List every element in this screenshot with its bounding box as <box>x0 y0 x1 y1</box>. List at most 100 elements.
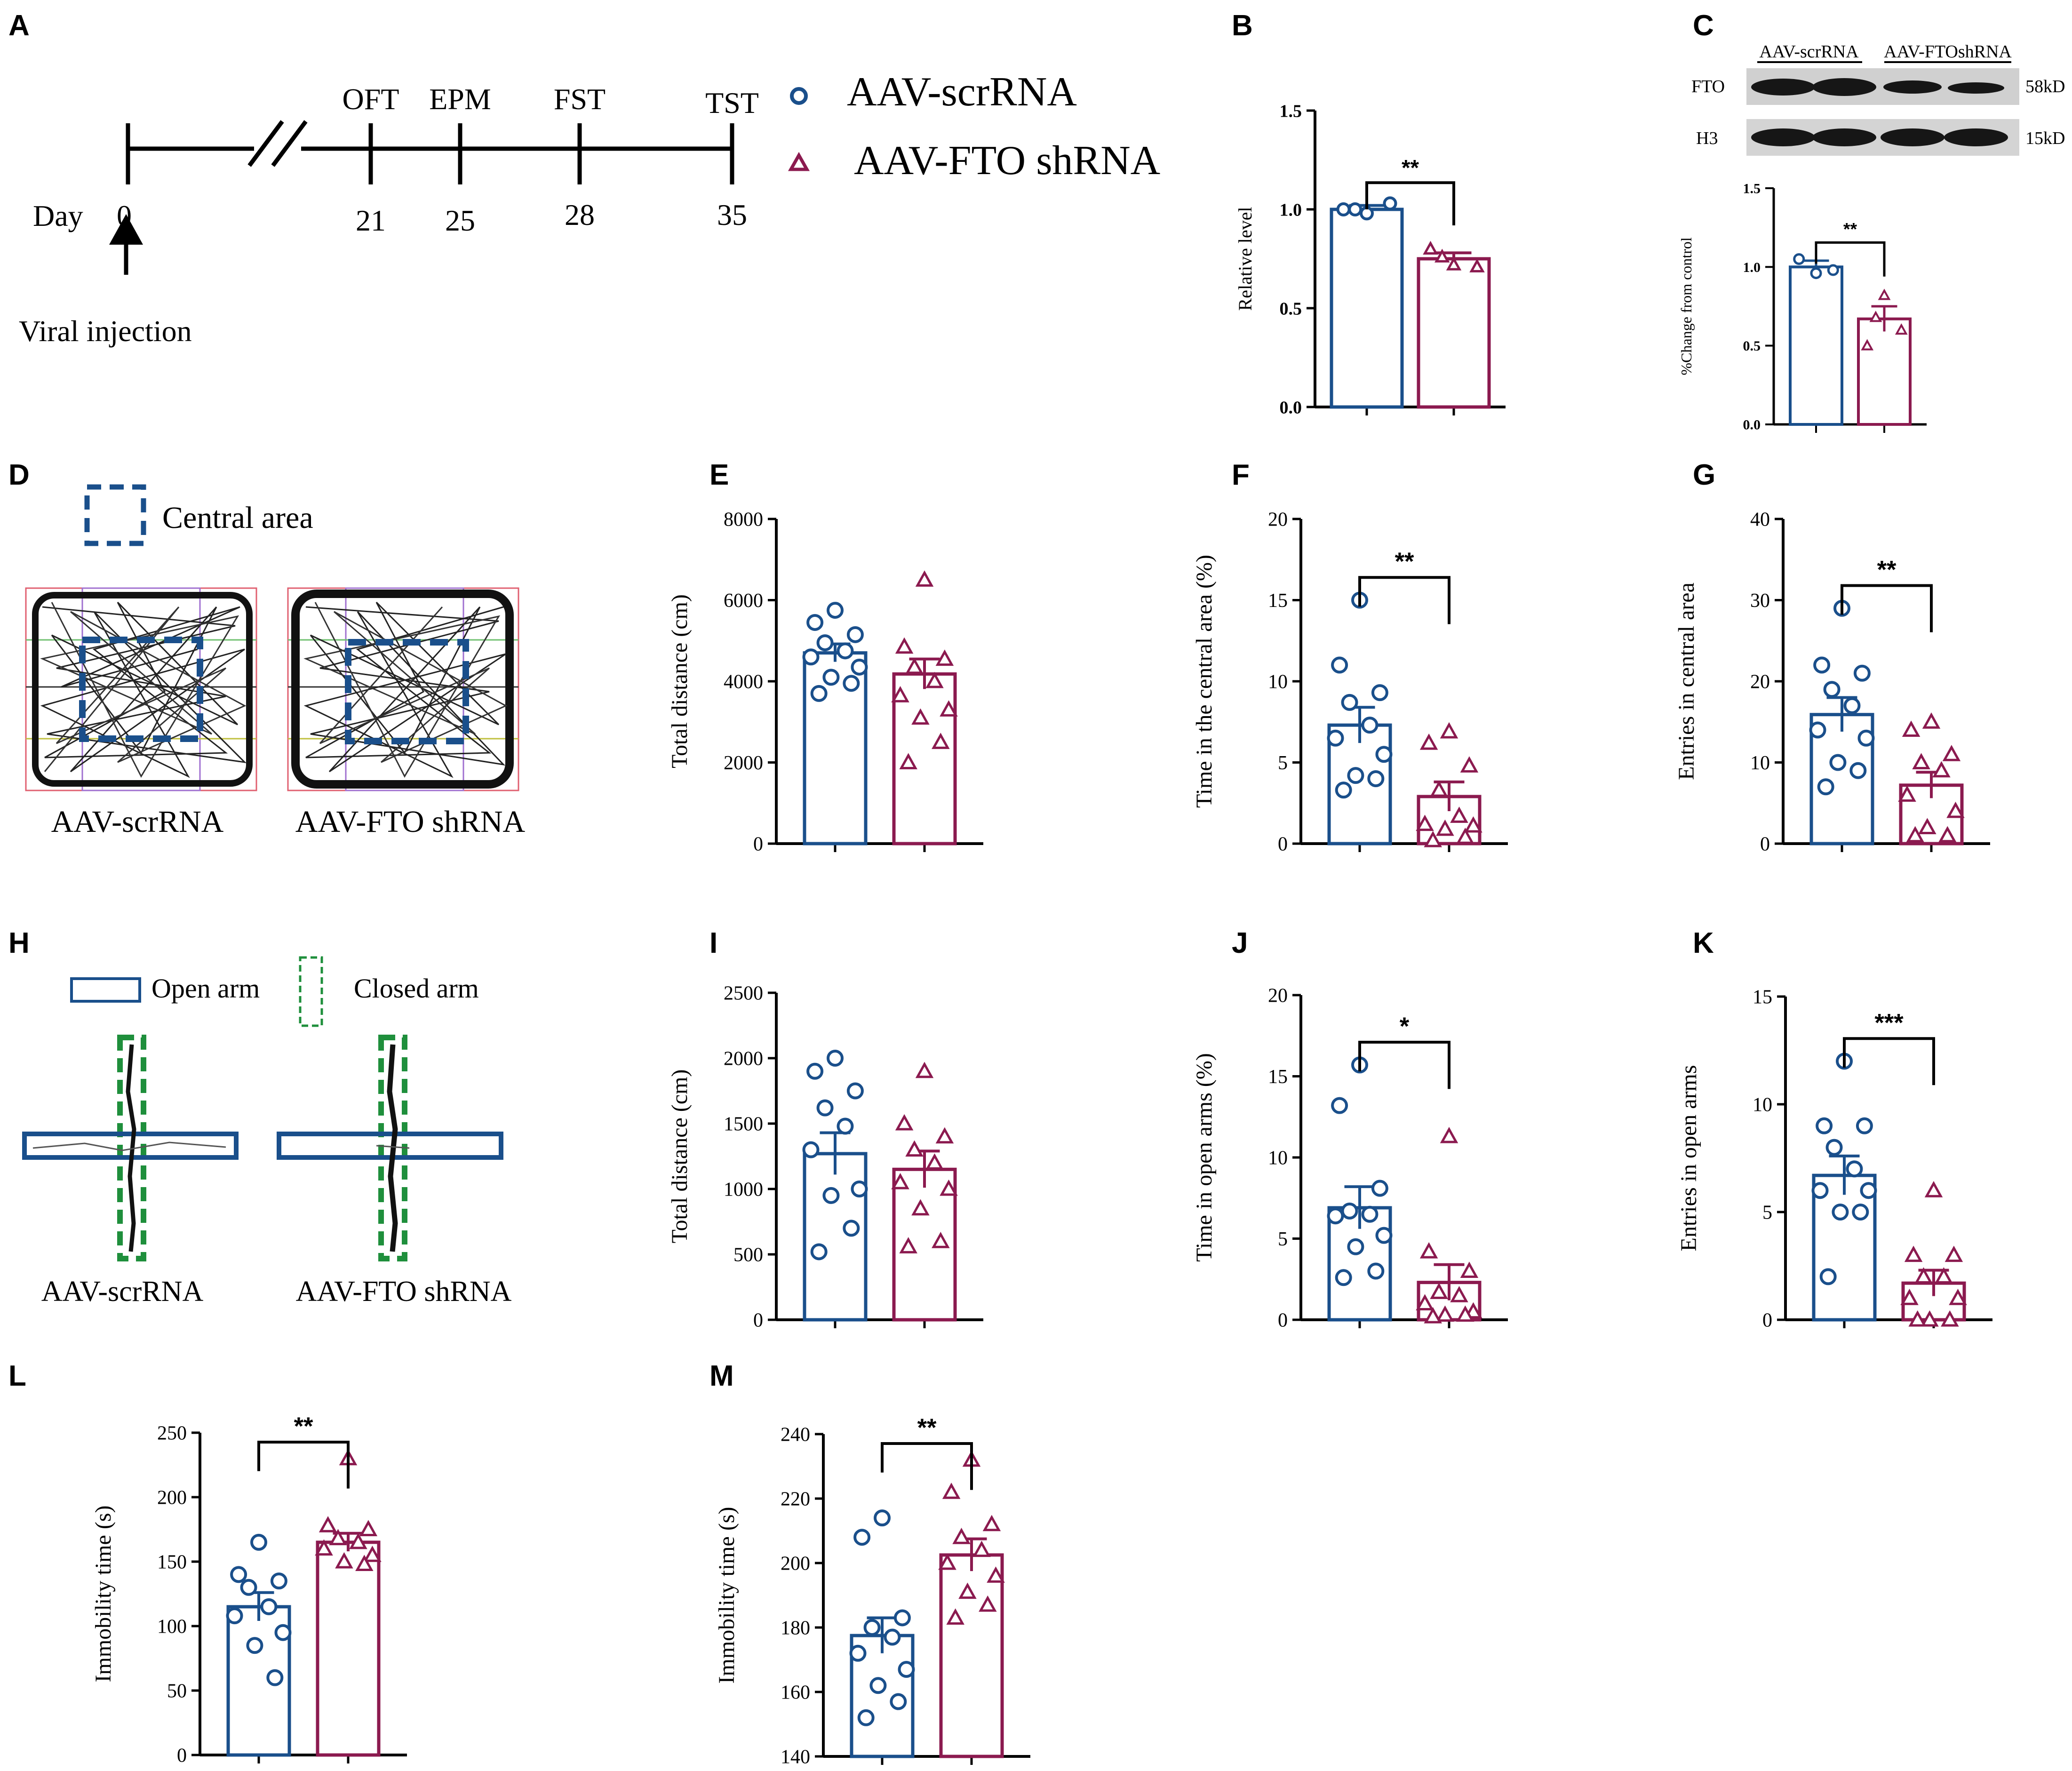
data-point-scr <box>846 1082 864 1100</box>
y-tick-label: 50 <box>167 1681 187 1702</box>
data-point-fto <box>329 1529 347 1546</box>
data-point-fto <box>1861 339 1874 351</box>
blot-band <box>1881 128 1944 146</box>
blot-row-size-fto: 58kD <box>2025 77 2065 96</box>
data-point-scr <box>1823 681 1841 698</box>
data-point-fto <box>958 1582 977 1599</box>
panel-label-c: C <box>1693 9 1714 42</box>
data-point-scr <box>1361 717 1379 734</box>
data-point-fto <box>987 1566 1005 1583</box>
significance-bracket <box>1365 181 1455 226</box>
central-area-legend-label: Central area <box>162 501 313 535</box>
y-tick-label: 1500 <box>724 1114 763 1135</box>
data-point-scr <box>853 1529 871 1546</box>
data-point-scr <box>1367 1262 1385 1280</box>
data-point-scr <box>1375 1227 1393 1244</box>
maze-fto <box>277 1035 503 1261</box>
data-point-fto <box>1904 1245 1923 1262</box>
maze-scr <box>22 1035 239 1261</box>
data-point-scr <box>843 1220 860 1237</box>
data-point-fto <box>1440 1127 1458 1143</box>
data-point-scr <box>1347 767 1364 784</box>
data-point-fto <box>1942 745 1961 761</box>
blot-row-size-h3: 15kD <box>2025 128 2065 148</box>
data-point-fto <box>335 1552 353 1569</box>
y-tick-label: 200 <box>781 1553 810 1575</box>
y-tick-label: 6000 <box>724 590 763 612</box>
data-point-scr <box>1827 264 1839 276</box>
data-point-fto <box>359 1520 378 1536</box>
panel-label-g: G <box>1693 459 1715 491</box>
injection-arrow-icon <box>109 214 143 245</box>
data-point-scr <box>1852 1204 1869 1221</box>
data-point-scr <box>898 1661 915 1678</box>
y-tick-label: 2500 <box>724 983 763 1005</box>
data-point-scr <box>1375 746 1393 763</box>
data-point-fto <box>935 1127 954 1144</box>
data-point-fto <box>895 637 914 654</box>
test-fst-day: 28 <box>565 198 595 231</box>
y-tick-label: 0.0 <box>1743 417 1761 433</box>
significance-bracket <box>1358 1041 1450 1089</box>
data-point-fto <box>915 570 934 587</box>
y-tick-label: 5 <box>1762 1202 1772 1224</box>
data-point-fto <box>1436 1305 1454 1322</box>
y-tick-label: 100 <box>157 1616 187 1638</box>
y-tick-label: 200 <box>157 1487 187 1509</box>
data-point-fto <box>946 1608 964 1625</box>
y-tick-label: 250 <box>157 1423 187 1444</box>
significance-bracket <box>257 1441 350 1489</box>
data-point-scr <box>1809 721 1826 739</box>
legend-scr-marker-icon <box>790 87 808 105</box>
data-point-scr <box>1856 1117 1873 1134</box>
data-point-scr <box>1347 1238 1364 1255</box>
data-point-scr <box>1857 729 1875 747</box>
data-point-scr <box>1331 1097 1348 1114</box>
blot-band <box>1883 80 1942 94</box>
data-point-fto <box>1450 1286 1468 1302</box>
y-tick-label: 5 <box>1278 752 1288 774</box>
chart-panel-c: 0.00.51.01.5%Change from control** <box>1678 181 1927 433</box>
panel-label-m: M <box>709 1360 734 1392</box>
bar-scr <box>803 1152 868 1322</box>
bar-scr <box>1789 265 1843 426</box>
data-point-fto <box>1902 720 1921 737</box>
significance-label: ** <box>1395 548 1414 575</box>
y-tick-label: 15 <box>1753 987 1772 1008</box>
data-point-scr <box>837 642 854 660</box>
data-point-fto <box>1878 288 1891 300</box>
closed-arm-legend-icon <box>299 956 323 1027</box>
data-point-fto <box>1906 826 1924 843</box>
y-tick-label: 0 <box>753 1310 763 1332</box>
data-point-fto <box>1430 781 1448 797</box>
significance-label: *** <box>1874 1009 1904 1037</box>
blot-row-protein-h3: H3 <box>1696 128 1718 148</box>
y-tick-label: 1000 <box>724 1179 763 1201</box>
significance-label: ** <box>917 1414 937 1442</box>
blot-band <box>1812 78 1876 96</box>
y-tick-label: 0.5 <box>1280 299 1302 319</box>
y-axis-label: Time in open arms (%) <box>1192 1053 1217 1262</box>
y-axis-label: Entries in open arms <box>1676 1065 1701 1252</box>
data-point-scr <box>250 1533 267 1551</box>
significance-bracket <box>1841 584 1933 632</box>
data-point-fto <box>1938 826 1957 843</box>
data-point-fto <box>938 1553 956 1570</box>
y-tick-label: 140 <box>781 1747 810 1768</box>
data-point-fto <box>1419 1242 1438 1259</box>
data-point-fto <box>315 1539 333 1556</box>
data-point-scr <box>1843 697 1861 714</box>
y-tick-label: 0 <box>1278 1310 1288 1332</box>
data-point-fto <box>1416 814 1434 831</box>
data-point-fto <box>952 1528 971 1544</box>
data-point-scr <box>1829 754 1847 771</box>
y-tick-label: 15 <box>1268 1066 1288 1088</box>
significance-label: ** <box>1843 219 1857 239</box>
y-tick-label: 1.5 <box>1280 101 1302 121</box>
data-point-scr <box>810 685 828 702</box>
open-field-label-scr: AAV-scrRNA <box>51 805 224 839</box>
data-point-scr <box>1816 1117 1833 1134</box>
data-point-fto <box>1446 256 1462 271</box>
